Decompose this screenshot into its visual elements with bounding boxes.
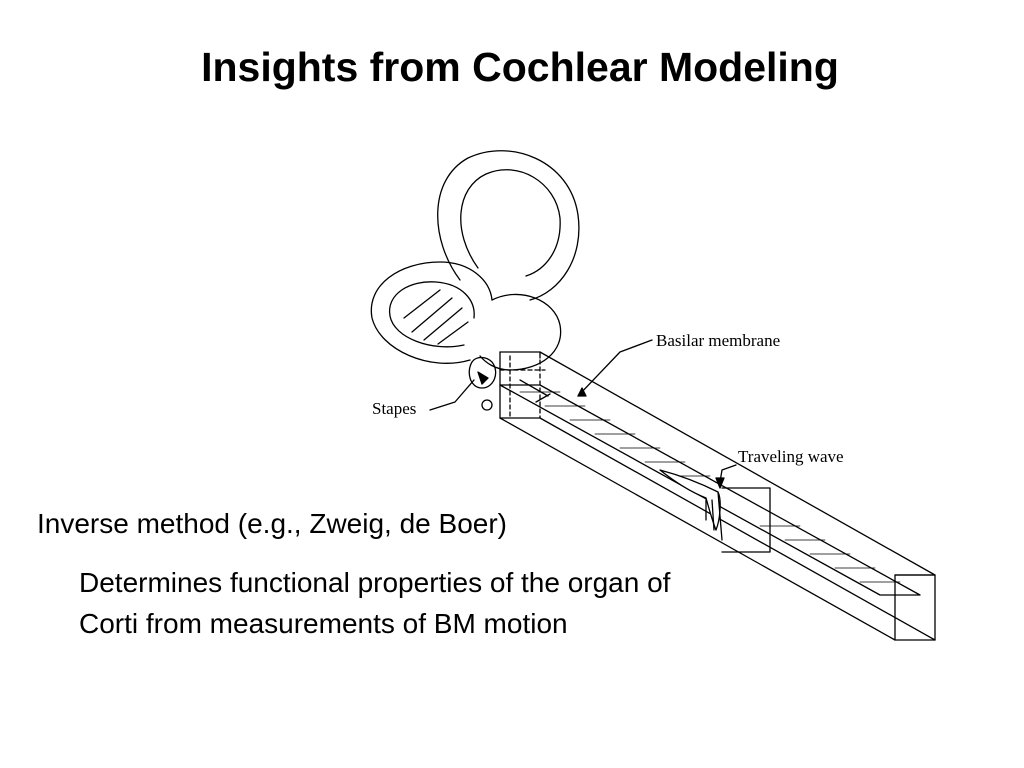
sub-bullet-description: Determines functional properties of the … (79, 567, 671, 639)
upper-canal-inner (460, 169, 561, 277)
cochlea-diagram: Basilar membrane Stapes Traveling wave (360, 145, 950, 650)
bullet-inverse-method: Inverse method (e.g., Zweig, de Boer) (37, 508, 507, 539)
basilar-membrane-strip (499, 384, 921, 596)
left-canal-outer (370, 261, 493, 364)
oval-window (468, 356, 497, 389)
cochlea-box-top (499, 351, 936, 576)
traveling-wave-label: Traveling wave (738, 447, 844, 466)
wave-rectangle (721, 487, 771, 553)
stapes-leader (429, 379, 475, 411)
uncoiled-cochlea-figure: Basilar membrane Stapes Traveling wave (370, 150, 936, 641)
left-canal-inner (389, 281, 475, 348)
vestibule-body (479, 293, 562, 371)
stapes-label: Stapes (372, 399, 416, 418)
upper-canal-outer (437, 150, 580, 301)
basilar-membrane-label: Basilar membrane (656, 331, 780, 350)
round-window (481, 399, 493, 411)
basilar-leader (577, 339, 653, 397)
slide-title: Insights from Cochlear Modeling (201, 44, 839, 90)
